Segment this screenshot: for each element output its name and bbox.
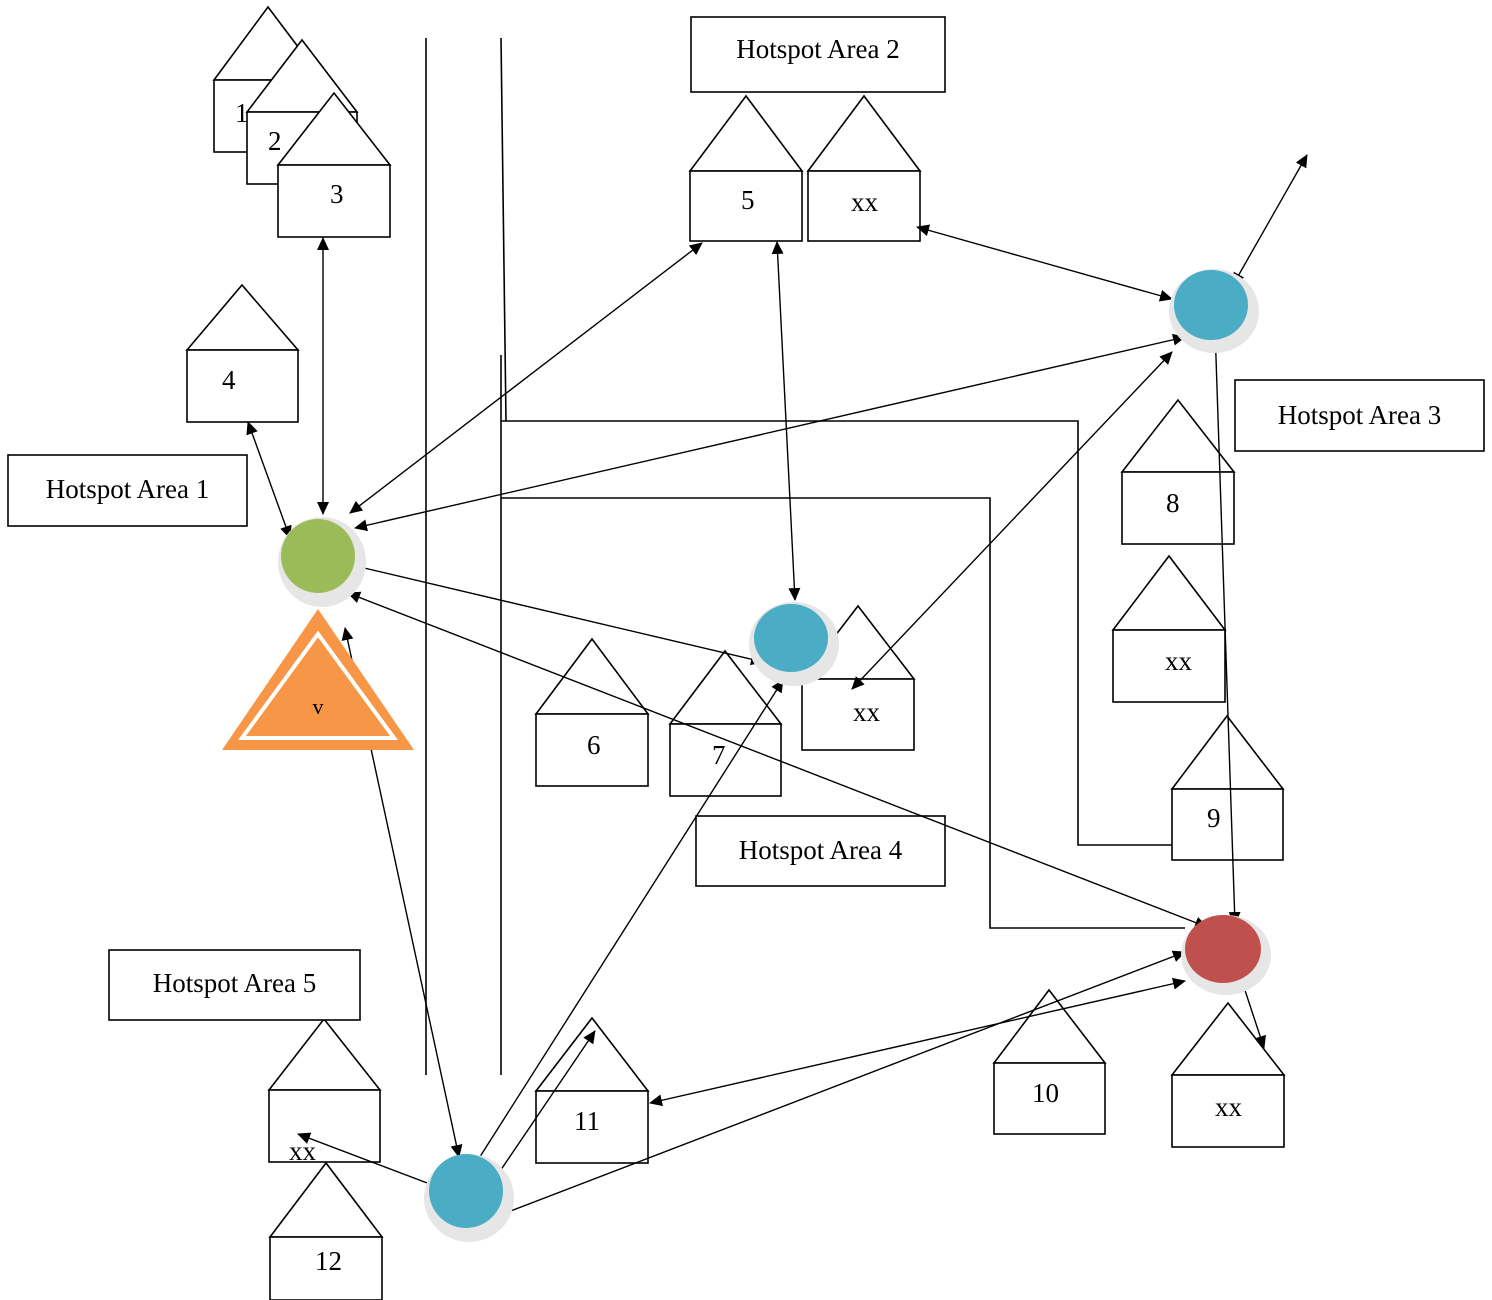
vehicle-label: v <box>313 694 324 719</box>
svg-text:9: 9 <box>1207 803 1221 833</box>
link-arrow <box>297 1132 452 1194</box>
hotspot-node-blue-area5 <box>424 1154 514 1242</box>
svg-text:5: 5 <box>741 185 755 215</box>
house-3: 3 <box>276 91 392 238</box>
svg-text:11: 11 <box>574 1106 600 1136</box>
house-6: 6 <box>534 637 650 787</box>
svg-text:2: 2 <box>268 126 282 156</box>
vehicle-triangle: v <box>222 609 414 750</box>
svg-text:1: 1 <box>235 98 249 128</box>
vehicle-triangle-shape <box>222 609 414 750</box>
house-xx-area2: xx <box>806 94 922 242</box>
link-arrow <box>354 333 1186 532</box>
svg-text:xx: xx <box>1165 646 1193 676</box>
svg-text:Hotspot Area 1: Hotspot Area 1 <box>46 474 209 504</box>
hotspot-node-red <box>1181 915 1271 995</box>
svg-text:Hotspot Area 3: Hotspot Area 3 <box>1278 400 1441 430</box>
hotspot-area-2-box: Hotspot Area 2 <box>690 16 946 93</box>
svg-text:8: 8 <box>1166 488 1180 518</box>
link-arrow <box>1209 327 1241 925</box>
house-12: 12 <box>268 1161 384 1300</box>
link-arrow <box>349 242 703 514</box>
svg-text:6: 6 <box>587 730 601 760</box>
svg-text:7: 7 <box>712 740 726 770</box>
hotspot-area-3-box: Hotspot Area 3 <box>1234 379 1485 452</box>
hotspot-node-blue-area4 <box>749 602 839 686</box>
house-xx-area3: xx <box>1111 554 1227 703</box>
link-arrow <box>771 241 801 601</box>
hotspot-area-5-box: Hotspot Area 5 <box>108 949 361 1021</box>
vehicle-triangle-inner <box>238 630 398 740</box>
house-5: 5 <box>688 94 804 242</box>
svg-text:xx: xx <box>851 187 879 217</box>
houses: 1 2 3 4 5 xx 6 <box>185 5 1286 1300</box>
svg-text:Hotspot Area 2: Hotspot Area 2 <box>736 34 899 64</box>
roads <box>425 37 1185 1075</box>
link-arrow <box>851 351 1173 690</box>
link-arrow <box>342 562 764 666</box>
svg-text:Hotspot Area 4: Hotspot Area 4 <box>739 835 903 865</box>
house-xx-area-red: xx <box>1170 1001 1286 1148</box>
link-arrow <box>491 1030 596 1184</box>
hotspot-node-green <box>278 517 366 607</box>
link-arrow <box>916 224 1173 302</box>
svg-text:xx: xx <box>853 697 881 727</box>
hotspot-area-1-box: Hotspot Area 1 <box>7 454 248 527</box>
hotspot-nodes <box>278 269 1271 1242</box>
hotspot-node-blue-area3 <box>1169 269 1259 353</box>
house-4: 4 <box>185 283 300 423</box>
link-arrow <box>1232 154 1308 286</box>
svg-text:12: 12 <box>315 1246 342 1276</box>
svg-text:xx: xx <box>289 1136 317 1166</box>
svg-text:4: 4 <box>222 365 236 395</box>
svg-text:xx: xx <box>1215 1092 1243 1122</box>
link-arrow <box>246 421 292 539</box>
house-11: 11 <box>534 1016 650 1164</box>
house-9: 9 <box>1170 714 1285 861</box>
house-8: 8 <box>1120 398 1236 545</box>
svg-text:10: 10 <box>1032 1078 1059 1108</box>
svg-text:Hotspot Area 5: Hotspot Area 5 <box>153 968 316 998</box>
hotspot-area-4-box: Hotspot Area 4 <box>695 815 946 887</box>
connections <box>246 154 1308 1224</box>
svg-text:3: 3 <box>330 179 344 209</box>
